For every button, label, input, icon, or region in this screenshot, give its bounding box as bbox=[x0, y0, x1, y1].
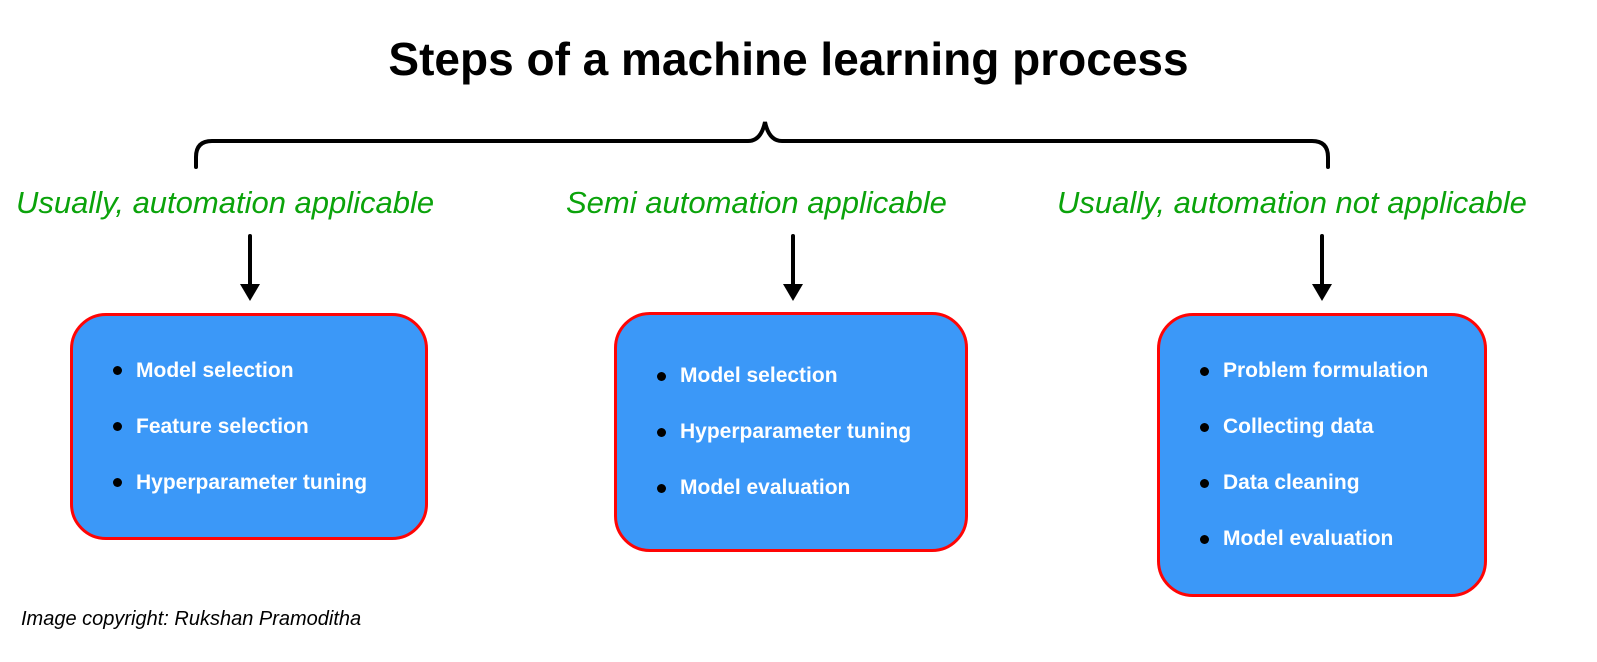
bullet-icon bbox=[1200, 366, 1209, 376]
list-item-label: Feature selection bbox=[136, 414, 309, 438]
bullet-icon bbox=[1200, 534, 1209, 544]
list-item-label: Hyperparameter tuning bbox=[680, 420, 912, 443]
list-item: Collecting data bbox=[1200, 414, 1474, 440]
category-label-automation-not-applicable: Usually, automation not applicable bbox=[1057, 185, 1527, 220]
steps-box-semi-automation-applicable: Model selection Hyperparameter tuning Mo… bbox=[614, 312, 968, 552]
list-item-label: Model evaluation bbox=[1223, 527, 1394, 550]
bullet-icon bbox=[113, 422, 122, 431]
list-item: Model selection bbox=[113, 358, 415, 384]
steps-box-automation-not-applicable: Problem formulation Collecting data Data… bbox=[1157, 313, 1487, 597]
bullet-icon bbox=[657, 483, 666, 493]
list-item: Hyperparameter tuning bbox=[657, 419, 955, 445]
list-item-label: Model selection bbox=[680, 364, 838, 387]
bullet-icon bbox=[657, 427, 666, 437]
list-item-label: Problem formulation bbox=[1223, 359, 1429, 382]
down-arrow-icon bbox=[240, 234, 260, 301]
bullet-icon bbox=[113, 478, 122, 487]
bullet-icon bbox=[657, 371, 666, 381]
list-item: Model evaluation bbox=[657, 475, 955, 501]
down-arrow-icon bbox=[783, 234, 803, 301]
category-label-automation-applicable: Usually, automation applicable bbox=[16, 185, 435, 220]
list-item: Data cleaning bbox=[1200, 470, 1474, 496]
list-item-label: Collecting data bbox=[1223, 415, 1374, 438]
list-item: Model evaluation bbox=[1200, 526, 1474, 552]
list-item-label: Model selection bbox=[136, 358, 294, 382]
copyright-note: Image copyright: Rukshan Pramoditha bbox=[21, 608, 362, 630]
list-item: Hyperparameter tuning bbox=[113, 470, 415, 496]
bullet-icon bbox=[1200, 422, 1209, 432]
list-item: Feature selection bbox=[113, 414, 415, 440]
diagram-title: Steps of a machine learning process bbox=[388, 33, 1189, 85]
list-item-label: Model evaluation bbox=[680, 476, 851, 499]
list-item: Model selection bbox=[657, 363, 955, 389]
list-item-label: Hyperparameter tuning bbox=[136, 470, 368, 494]
down-arrow-icon bbox=[1312, 234, 1332, 301]
bullet-icon bbox=[113, 366, 122, 375]
list-item-label: Data cleaning bbox=[1223, 471, 1360, 494]
list-item: Problem formulation bbox=[1200, 358, 1474, 384]
bullet-icon bbox=[1200, 478, 1209, 488]
curly-brace-icon bbox=[194, 121, 1330, 169]
steps-box-automation-applicable: Model selection Feature selection Hyperp… bbox=[70, 313, 428, 540]
category-label-semi-automation-applicable: Semi automation applicable bbox=[566, 185, 947, 220]
